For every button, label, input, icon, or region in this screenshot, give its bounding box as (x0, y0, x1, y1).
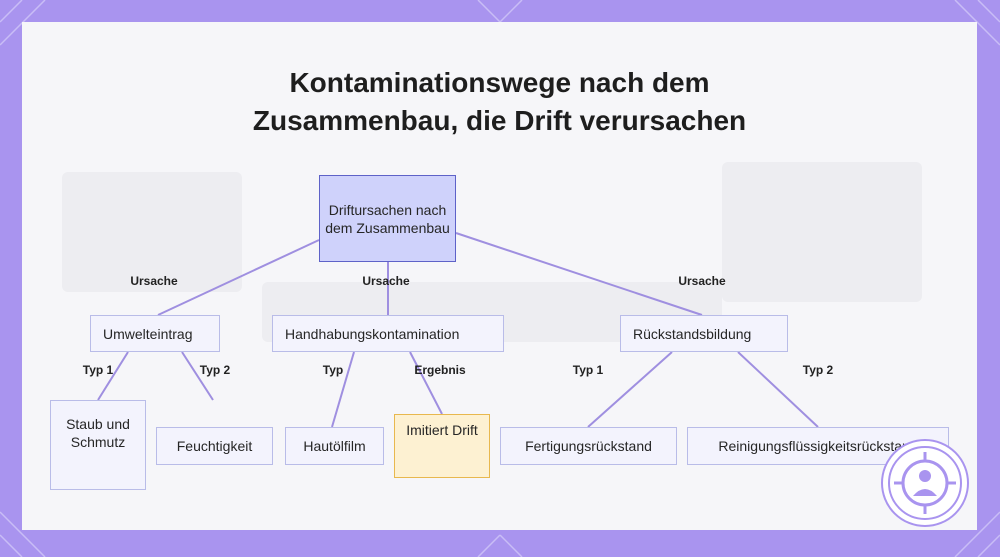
connector-root-rueckstand (455, 232, 703, 316)
node-fertigungsrueckstand: Fertigungsrückstand (500, 427, 677, 465)
connector-umwelt-staub (97, 351, 129, 401)
node-rueckstand-label: Rückstandsbildung (633, 325, 752, 342)
node-handhabung-label: Handhabungskontamination (285, 325, 460, 342)
edge-label-typ-mid: Typ (322, 363, 344, 377)
background-shape (62, 172, 242, 292)
title-line-1: Kontaminationswege nach dem (289, 67, 710, 98)
connector-umwelt-feucht (181, 351, 214, 401)
node-hautoel-label: Hautölfilm (303, 438, 366, 454)
node-root: Driftursachen nach dem Zusammenbau (319, 175, 456, 262)
edge-label-ursache-mid: Ursache (362, 274, 410, 288)
node-umwelteintrag-label: Umwelteintrag (103, 325, 193, 342)
node-reinigung-label: Reinigungsflüssigkeitsrückstand (718, 438, 918, 454)
connector-root-umwelteintrag (157, 239, 320, 316)
connector-lines (97, 232, 819, 428)
node-feuchtigkeit-label: Feuchtigkeit (176, 438, 253, 454)
node-fertigung-label: Fertigungsrückstand (525, 438, 652, 454)
edge-label-ursache-left: Ursache (130, 274, 178, 288)
edge-label-typ1-left: Typ 1 (82, 363, 114, 377)
edge-label-typ2-left: Typ 2 (199, 363, 231, 377)
target-logo-icon (881, 439, 969, 527)
node-hautoelfilm: Hautölfilm (285, 427, 384, 465)
node-feuchtigkeit: Feuchtigkeit (156, 427, 273, 465)
connector-hand-hautoel (331, 351, 355, 428)
diagram-title: Kontaminationswege nach dem Zusammenbau,… (22, 64, 977, 140)
diagram-card: Kontaminationswege nach dem Zusammenbau,… (22, 22, 977, 530)
node-imitiert-drift: Imitiert Drift (394, 414, 490, 478)
connector-rueck-fertigung (587, 351, 673, 428)
background-shape (722, 162, 922, 302)
node-root-label: Driftursachen nach dem Zusammenbau (325, 201, 450, 236)
node-staub-und-schmutz: Staub und Schmutz (50, 400, 146, 490)
node-umwelteintrag: Umwelteintrag (90, 315, 220, 352)
edge-label-typ1-right: Typ 1 (572, 363, 604, 377)
edge-label-ergebnis: Ergebnis (414, 363, 466, 377)
node-rueckstandsbildung: Rückstandsbildung (620, 315, 788, 352)
edge-label-typ2-right: Typ 2 (802, 363, 834, 377)
edge-label-ursache-right: Ursache (678, 274, 726, 288)
connector-hand-imitiert (409, 351, 443, 415)
connector-rueck-reinigung (737, 351, 819, 428)
node-imitiert-label: Imitiert Drift (406, 422, 478, 438)
node-staub-label: Staub und Schmutz (66, 416, 130, 450)
title-line-2: Zusammenbau, die Drift verursachen (252, 105, 747, 136)
node-handhabungskontamination: Handhabungskontamination (272, 315, 504, 352)
